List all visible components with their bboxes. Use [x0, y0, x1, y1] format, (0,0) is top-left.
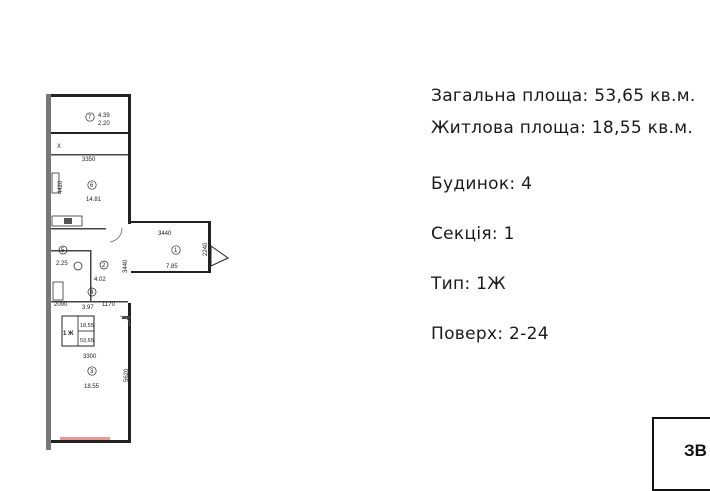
dim-2240: 2240 — [203, 242, 209, 256]
room-6-number: 6 — [90, 183, 94, 189]
room-7-number: 7 — [88, 115, 92, 121]
exterior-wall-left — [46, 94, 51, 450]
partition-living-top — [51, 301, 128, 303]
action-button-label: ЗВ — [684, 441, 707, 460]
dim-3440-vertical: 3440 — [123, 259, 129, 273]
door-swing-living — [119, 315, 131, 327]
stove — [64, 218, 72, 224]
room-1-area: 7.85 — [166, 264, 178, 270]
bathtub — [52, 281, 64, 301]
room-4-number: 4 — [90, 290, 94, 296]
door-swing-kitchen — [109, 227, 123, 243]
apartment-tag-total: 53,65 — [80, 338, 94, 344]
mark-x-1: X — [57, 144, 61, 150]
room-5-circle — [58, 245, 68, 255]
kitchen-counter — [51, 215, 83, 227]
total-area: Загальна площа: 53,65 кв.м. — [431, 86, 696, 106]
wall-hall-top — [131, 221, 211, 223]
room-6-circle — [87, 180, 97, 190]
window-bottom — [60, 437, 110, 440]
action-button[interactable]: ЗВ — [652, 417, 710, 491]
fridge — [51, 172, 60, 194]
living-area: Житлова площа: 18,55 кв.м. — [431, 118, 694, 138]
partition-kitchen-bottom — [51, 228, 106, 230]
room-7-area2: 2.20 — [98, 121, 110, 127]
room-4-area: 3.97 — [82, 305, 94, 311]
wall-bottom — [51, 440, 131, 443]
wall-right-lower — [128, 303, 131, 443]
room-2-number: 2 — [102, 263, 106, 269]
room-6-area: 14.81 — [86, 197, 102, 203]
dim-4420: 4420 — [58, 180, 64, 194]
room-5-area: 2.25 — [56, 261, 68, 267]
dim-3300: 3300 — [83, 354, 97, 360]
room-2-area: 4.02 — [94, 277, 106, 283]
wall-top — [51, 94, 131, 97]
dim-3350: 3350 — [82, 157, 96, 163]
room-7-circle — [85, 112, 95, 122]
room-7-area: 4.39 — [98, 113, 110, 119]
apartment-tag-living: 18,55 — [80, 323, 94, 329]
apartment-type: Тип: 1Ж — [431, 274, 506, 294]
dim-3440-hall: 3440 — [158, 231, 172, 237]
floor-range: Поверх: 2-24 — [431, 324, 549, 344]
toilet — [73, 261, 83, 271]
wall-hall-bottom — [131, 271, 211, 273]
room-1-number: 1 — [174, 248, 178, 254]
room-4-circle — [87, 287, 97, 297]
wall-right-upper — [128, 94, 131, 224]
floor-plan: X 7 4.39 2.20 3350 4420 6 14.81 3440 224… — [40, 88, 240, 458]
dim-2090: 2090 — [54, 302, 68, 308]
partition-wc-top — [51, 250, 91, 252]
room-2-circle — [99, 260, 109, 270]
wall-hall-right — [208, 221, 211, 273]
room-3-area: 18.55 — [84, 384, 100, 390]
dim-5620: 5620 — [124, 368, 130, 382]
room-3-circle — [87, 366, 97, 376]
dim-1170: 1170 — [102, 302, 116, 308]
wall-balcony — [51, 132, 131, 134]
building-number: Будинок: 4 — [431, 174, 533, 194]
floor-plan-drawing: X 7 4.39 2.20 3350 4420 6 14.81 3440 224… — [46, 94, 229, 450]
room-3-number: 3 — [90, 369, 94, 375]
partition-kitchen-top — [51, 154, 128, 156]
entry-door-icon — [210, 245, 229, 267]
section-number: Секція: 1 — [431, 224, 515, 244]
room-5-number: 5 — [61, 248, 65, 254]
partition-wc-right — [90, 250, 92, 302]
apartment-tag-type: 1 Ж — [63, 331, 74, 337]
room-1-circle — [171, 245, 181, 255]
